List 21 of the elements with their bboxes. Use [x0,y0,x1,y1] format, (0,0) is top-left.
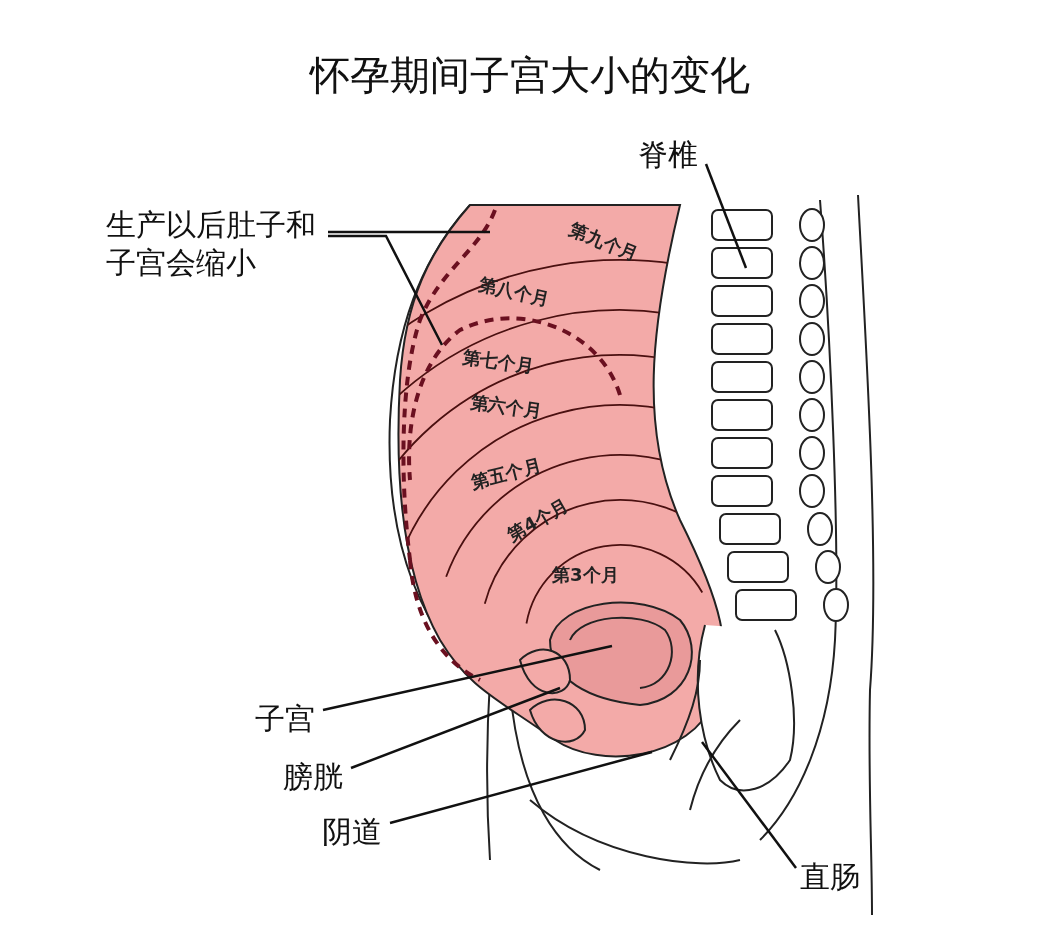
part-label: 子宫 [255,700,319,738]
leader-line [350,686,561,770]
leader-line [322,644,613,712]
leader-line [328,234,444,346]
part-label: 膀胱 [283,758,347,796]
month-label: 第3个月 [552,563,619,587]
leader-line [328,230,490,234]
month-label: 第六个月 [468,390,544,424]
part-label: 脊椎 [638,136,702,174]
month-label: 第4个月 [503,492,574,548]
month-label: 第八个月 [476,272,552,312]
title: 怀孕期间子宫大小的变化 [308,51,751,100]
month-label: 第五个月 [468,453,544,495]
part-label: 阴道 [322,813,386,851]
part-label: 生产以后肚子和子宫会缩小 [106,206,324,282]
part-label: 直肠 [800,858,864,896]
month-label: 第七个月 [460,345,536,379]
leader-line [704,163,748,269]
month-label: 第九个月 [566,217,642,267]
leader-line [701,741,797,869]
leader-line [389,750,653,825]
